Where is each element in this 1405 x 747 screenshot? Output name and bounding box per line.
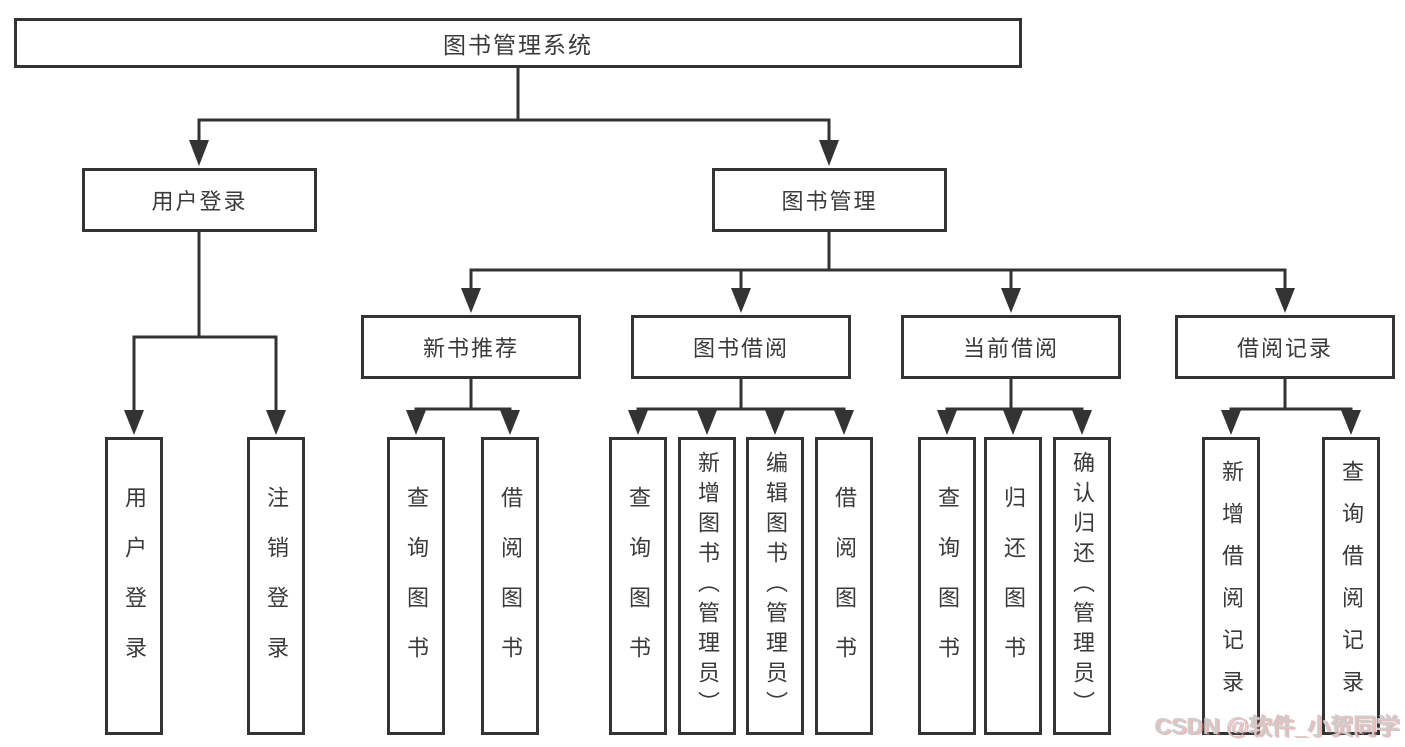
arrow-down-icon	[1275, 288, 1295, 313]
leaf-query-books-borrow: 查询图书	[609, 437, 667, 735]
node-borrow-records-label: 借阅记录	[1236, 336, 1333, 361]
node-user-login-label: 用户登录	[151, 189, 248, 214]
leaf-logout: 注销登录	[247, 437, 305, 735]
arrow-down-icon	[266, 410, 286, 435]
arrow-down-icon	[819, 140, 839, 166]
arrow-down-icon	[1072, 410, 1092, 435]
node-root: 图书管理系统	[14, 18, 1022, 68]
arrow-down-icon	[697, 410, 717, 435]
leaf-query-books-current: 查询图书	[918, 437, 976, 735]
node-current-borrow-label: 当前借阅	[962, 336, 1059, 361]
connector-current-borrow-rail	[945, 379, 1084, 414]
node-new-book-recommend-label: 新书推荐	[422, 336, 519, 361]
arrow-down-icon	[765, 410, 785, 435]
arrow-down-icon	[1221, 410, 1241, 435]
watermark-csdn: CSDN @软件_小贺同学	[1154, 713, 1399, 739]
arrow-down-icon	[1001, 288, 1021, 313]
arrow-down-icon	[628, 410, 648, 435]
leaf-borrow-books-recommend: 借阅图书	[481, 437, 539, 735]
arrow-down-icon	[461, 288, 481, 313]
arrow-down-icon	[124, 410, 144, 435]
leaf-query-borrow-record: 查询借阅记录	[1322, 437, 1380, 735]
arrow-down-icon	[937, 410, 957, 435]
arrow-down-icon	[406, 410, 426, 435]
arrow-down-icon	[834, 410, 854, 435]
node-root-label: 图书管理系统	[443, 32, 593, 58]
arrow-down-icon	[189, 140, 209, 166]
arrow-down-icon	[1341, 410, 1361, 435]
connector-new-book-rail	[414, 379, 512, 414]
node-book-management: 图书管理	[712, 168, 947, 232]
node-book-borrow: 图书借阅	[631, 315, 851, 379]
leaf-confirm-return-admin: 确认归还（管理员）	[1053, 437, 1111, 735]
connector-book-borrow-rail	[636, 379, 846, 414]
leaf-edit-book-admin: 编辑图书（管理员）	[746, 437, 804, 735]
leaf-borrow-books: 借阅图书	[815, 437, 873, 735]
arrow-down-icon	[731, 288, 751, 313]
connector-borrow-records-rail	[1229, 379, 1353, 414]
node-book-management-label: 图书管理	[781, 189, 878, 214]
leaf-return-book: 归还图书	[984, 437, 1042, 735]
node-book-borrow-label: 图书借阅	[692, 336, 789, 361]
node-new-book-recommend: 新书推荐	[361, 315, 581, 379]
arrow-down-icon	[500, 410, 520, 435]
leaf-add-borrow-record: 新增借阅记录	[1202, 437, 1260, 735]
node-borrow-records: 借阅记录	[1175, 315, 1395, 379]
connector-level2-rail	[197, 118, 831, 146]
leaf-query-books-recommend: 查询图书	[387, 437, 445, 735]
node-current-borrow: 当前借阅	[901, 315, 1121, 379]
arrow-down-icon	[1003, 410, 1023, 435]
connector-user-login-rail	[132, 335, 278, 414]
node-user-login: 用户登录	[82, 168, 317, 232]
connector-level3-rail	[469, 268, 1287, 293]
leaf-user-login: 用户登录	[105, 437, 163, 735]
leaf-add-book-admin: 新增图书（管理员）	[678, 437, 736, 735]
